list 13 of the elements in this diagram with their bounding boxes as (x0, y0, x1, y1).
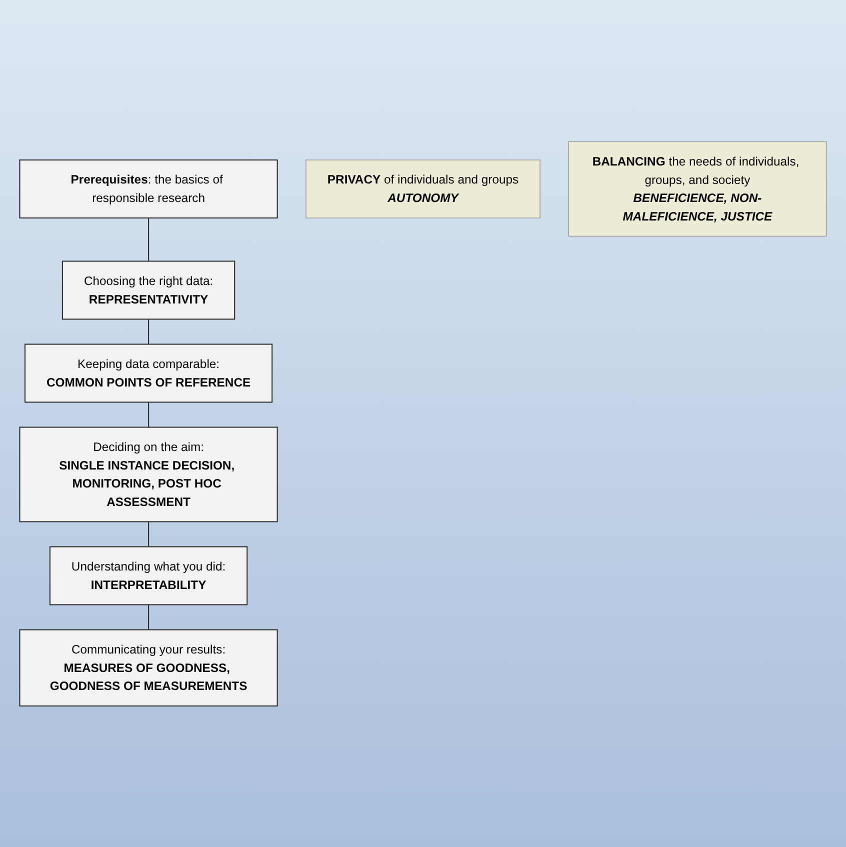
connector (148, 218, 150, 261)
node-box: Deciding on the aim: SINGLE INSTANCE DECISION, MONITORING, POST HOC ASSESSMENT (19, 426, 278, 522)
node-box: Understanding what you did: INTERPRETABILITY (49, 546, 248, 605)
node-box: Prerequisites: the basics of responsible research (19, 159, 278, 218)
node-box: BALANCING the needs of individuals, groups, and society BENEFICIENCE, NON-MALEFICIENCE, JUSTICE (568, 141, 827, 236)
connector (148, 318, 150, 344)
node-box: PRIVACY of individuals and groups AUTONOMY (306, 159, 540, 218)
node-box: Choosing the right data: REPRESENTATIVITY (62, 260, 236, 320)
connector (148, 521, 150, 546)
connector (148, 402, 150, 427)
connector (148, 604, 150, 630)
node-box: Keeping data comparable: COMMON POINTS OF REFERENCE (24, 343, 273, 402)
node-box: Communicating your results: MEASURES OF GOODNESS, GOODNESS OF MEASUREMENTS (19, 628, 278, 706)
